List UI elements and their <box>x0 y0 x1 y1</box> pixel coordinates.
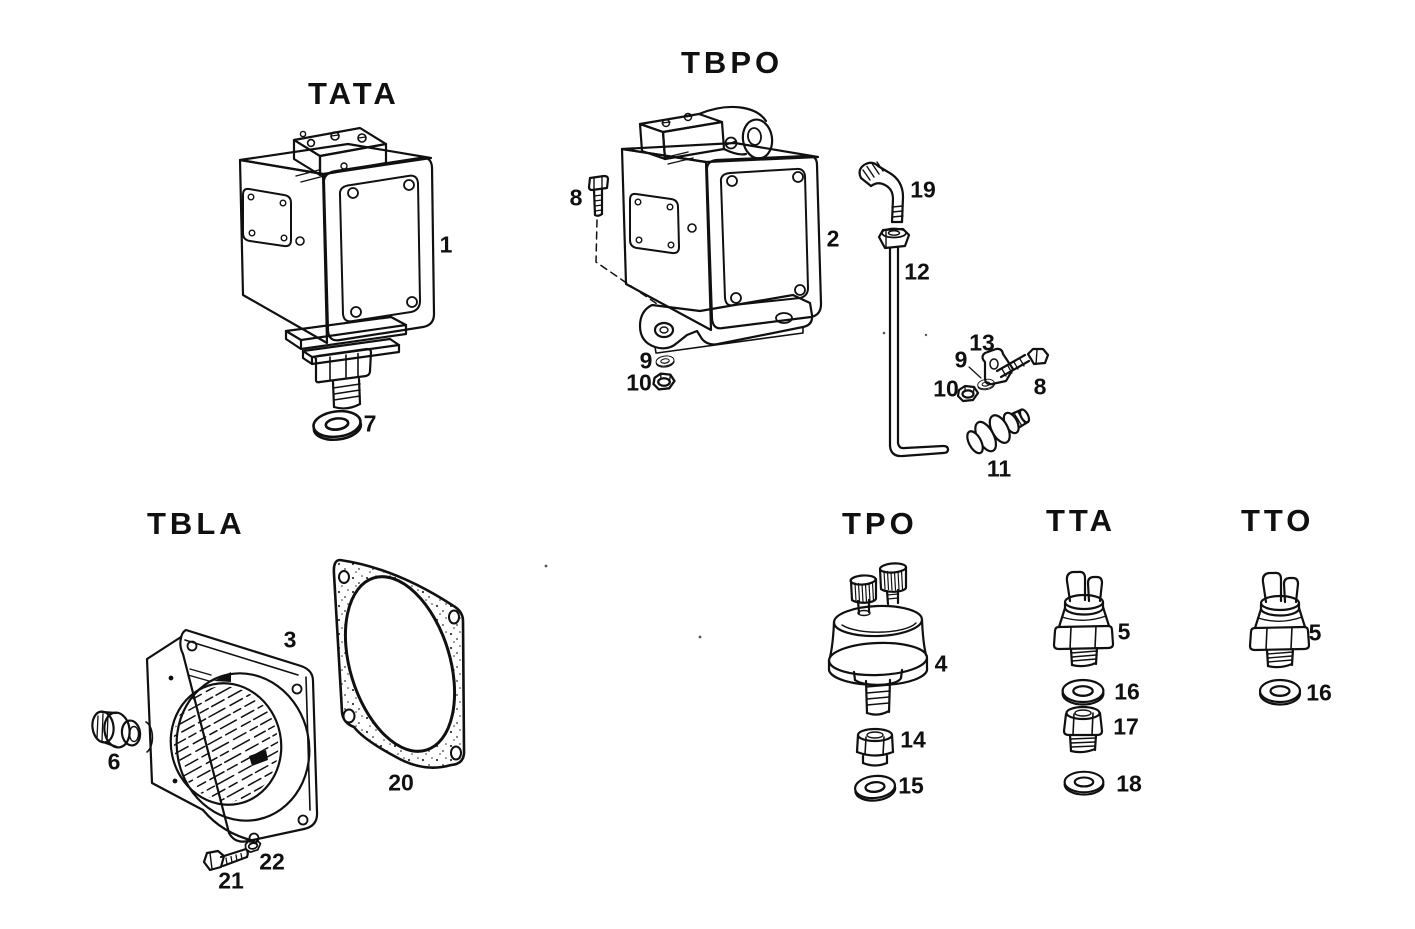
part-label-tbla-6: 6 <box>107 748 121 775</box>
part-label-tbla-21: 21 <box>218 867 244 894</box>
part-label-tta-17: 17 <box>1113 713 1139 740</box>
part-label-tbpo-11: 11 <box>986 455 1012 482</box>
part-label-tta-18: 18 <box>1116 770 1142 797</box>
part-label-tbla-3: 3 <box>283 626 297 653</box>
part-label-tbpo-8-left: 8 <box>569 184 583 211</box>
part-label-tpo-14: 14 <box>900 726 926 753</box>
section-title-tto: TTO <box>1241 503 1315 538</box>
section-title-tpo: TPO <box>842 506 918 541</box>
nut-10-right-drawing <box>956 384 980 403</box>
washer-16-tto-drawing <box>1258 678 1302 706</box>
switch-5-tto-drawing <box>1248 571 1311 669</box>
tbpo-bracket-drawing <box>638 293 814 354</box>
part-label-tbpo-10-right: 10 <box>933 375 959 402</box>
part-label-tbpo-9-right: 9 <box>954 346 968 373</box>
tbla-assembly-drawing <box>91 558 466 872</box>
tata-assembly-drawing <box>238 126 436 444</box>
tta-assembly-drawing <box>1052 570 1115 796</box>
part-label-tbpo-13: 13 <box>969 329 995 356</box>
sender-4-drawing <box>827 562 929 716</box>
washer-7-drawing <box>310 407 364 444</box>
part-label-tbpo-12: 12 <box>904 258 930 285</box>
tbpo-assembly-drawing <box>587 105 1050 458</box>
section-title-tbpo: TBPO <box>681 45 784 80</box>
plug-6-drawing <box>91 710 154 753</box>
tata-sender-body-drawing <box>238 126 436 345</box>
tpo-assembly-drawing <box>827 562 929 804</box>
elbow-19-drawing <box>858 161 905 224</box>
section-title-tta: TTA <box>1046 503 1116 538</box>
pipe-12-drawing <box>877 227 950 458</box>
nut-10-left-drawing <box>652 372 676 391</box>
tto-assembly-drawing <box>1248 571 1311 706</box>
adapter-14-drawing <box>855 727 895 767</box>
washer-15-drawing <box>852 772 898 804</box>
part-label-tata-7: 7 <box>363 410 377 437</box>
part-label-tta-5: 5 <box>1117 618 1131 645</box>
switch-5-tta-drawing <box>1052 570 1115 668</box>
gasket-20-drawing <box>332 558 466 769</box>
washer-18-drawing <box>1063 770 1105 796</box>
bolt-8-leader-dashed-line <box>595 219 661 307</box>
part-label-tbpo-8-right: 8 <box>1033 373 1047 400</box>
clamp-13-drawing <box>981 347 1015 386</box>
section-title-tbla: TBLA <box>147 506 246 541</box>
part-label-tpo-4: 4 <box>934 650 948 677</box>
part-label-tbpo-19: 19 <box>910 176 936 203</box>
part-label-tto-5: 5 <box>1308 619 1322 646</box>
section-title-tata: TATA <box>308 76 400 111</box>
part-label-tbpo-2: 2 <box>826 225 840 252</box>
part-label-tbpo-10-left: 10 <box>626 369 652 396</box>
tbpo-sender-body-drawing <box>620 105 823 332</box>
tata-mounting-flange-drawing <box>284 315 408 410</box>
washer-9-leader-line <box>968 366 982 379</box>
union-11-drawing <box>966 408 1031 455</box>
part-label-tbla-22: 22 <box>259 848 285 875</box>
adapter-17-drawing <box>1062 705 1104 754</box>
part-label-tata-1: 1 <box>439 231 453 258</box>
part-label-tpo-15: 15 <box>898 772 924 799</box>
lamp-3-drawing <box>145 628 319 844</box>
scan-specks <box>544 331 928 639</box>
bolt-8-left-drawing <box>587 174 610 217</box>
washer-16-tta-drawing <box>1061 678 1105 706</box>
washer-9-left-drawing <box>654 354 676 369</box>
part-label-tbla-20: 20 <box>388 769 414 796</box>
part-label-tto-16: 16 <box>1306 679 1332 706</box>
part-label-tbpo-9-left: 9 <box>639 347 653 374</box>
part-label-tta-16: 16 <box>1114 678 1140 705</box>
bolt-8-right-drawing <box>995 347 1050 379</box>
